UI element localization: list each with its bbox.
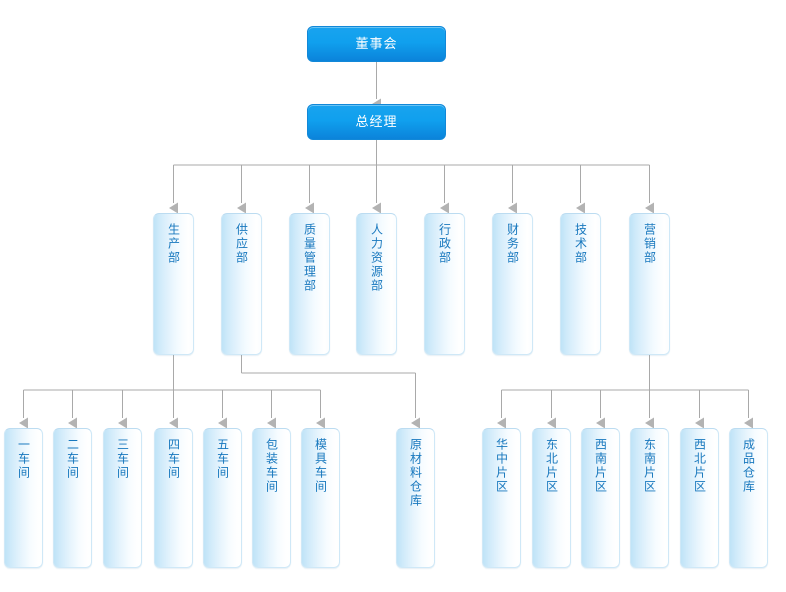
node-dept-quality[interactable]: 质量管理部: [289, 213, 330, 355]
node-warehouse-raw-material[interactable]: 原材料仓库: [396, 428, 435, 568]
node-label-workshop-5: 五车间: [215, 438, 230, 480]
node-label-workshop-1: 一车间: [16, 438, 31, 480]
node-dept-finance[interactable]: 财务部: [492, 213, 533, 355]
node-label-workshop-2: 二车间: [65, 438, 80, 480]
node-label-dept-marketing: 营销部: [642, 223, 657, 265]
node-label-region-southwest: 西南片区: [593, 438, 608, 494]
node-workshop-mould[interactable]: 模具车间: [301, 428, 340, 568]
node-label-warehouse-finished: 成品仓库: [741, 438, 756, 494]
node-dept-supply[interactable]: 供应部: [221, 213, 262, 355]
node-label-warehouse-raw-material: 原材料仓库: [408, 438, 423, 508]
node-region-central-china[interactable]: 华中片区: [482, 428, 521, 568]
node-dept-admin[interactable]: 行政部: [424, 213, 465, 355]
node-dept-hr[interactable]: 人力资源部: [356, 213, 397, 355]
node-label-dept-production: 生产部: [166, 223, 181, 265]
node-workshop-packaging[interactable]: 包装车间: [252, 428, 291, 568]
node-workshop-3[interactable]: 三车间: [103, 428, 142, 568]
node-workshop-1[interactable]: 一车间: [4, 428, 43, 568]
node-label-region-northwest: 西北片区: [692, 438, 707, 494]
node-region-northeast[interactable]: 东北片区: [532, 428, 571, 568]
node-region-southwest[interactable]: 西南片区: [581, 428, 620, 568]
node-warehouse-finished[interactable]: 成品仓库: [729, 428, 768, 568]
node-label-workshop-packaging: 包装车间: [264, 438, 279, 494]
node-label-dept-quality: 质量管理部: [302, 223, 317, 293]
node-region-northwest[interactable]: 西北片区: [680, 428, 719, 568]
node-label-dept-hr: 人力资源部: [369, 223, 384, 293]
node-label-dept-supply: 供应部: [234, 223, 249, 265]
node-workshop-2[interactable]: 二车间: [53, 428, 92, 568]
node-dept-production[interactable]: 生产部: [153, 213, 194, 355]
node-dept-marketing[interactable]: 营销部: [629, 213, 670, 355]
node-workshop-5[interactable]: 五车间: [203, 428, 242, 568]
node-label-region-southeast: 东南片区: [642, 438, 657, 494]
node-dept-technology[interactable]: 技术部: [560, 213, 601, 355]
node-label-dept-technology: 技术部: [573, 223, 588, 265]
node-general-manager[interactable]: 总经理: [307, 104, 446, 140]
node-label-dept-finance: 财务部: [505, 223, 520, 265]
node-label-board-of-directors: 董事会: [355, 36, 398, 52]
node-label-workshop-3: 三车间: [115, 438, 130, 480]
node-label-dept-admin: 行政部: [437, 223, 452, 265]
node-workshop-4[interactable]: 四车间: [154, 428, 193, 568]
node-board-of-directors[interactable]: 董事会: [307, 26, 446, 62]
node-label-region-central-china: 华中片区: [494, 438, 509, 494]
node-label-general-manager: 总经理: [355, 114, 398, 130]
node-label-region-northeast: 东北片区: [544, 438, 559, 494]
node-label-workshop-4: 四车间: [166, 438, 181, 480]
node-label-workshop-mould: 模具车间: [313, 438, 328, 494]
node-region-southeast[interactable]: 东南片区: [630, 428, 669, 568]
